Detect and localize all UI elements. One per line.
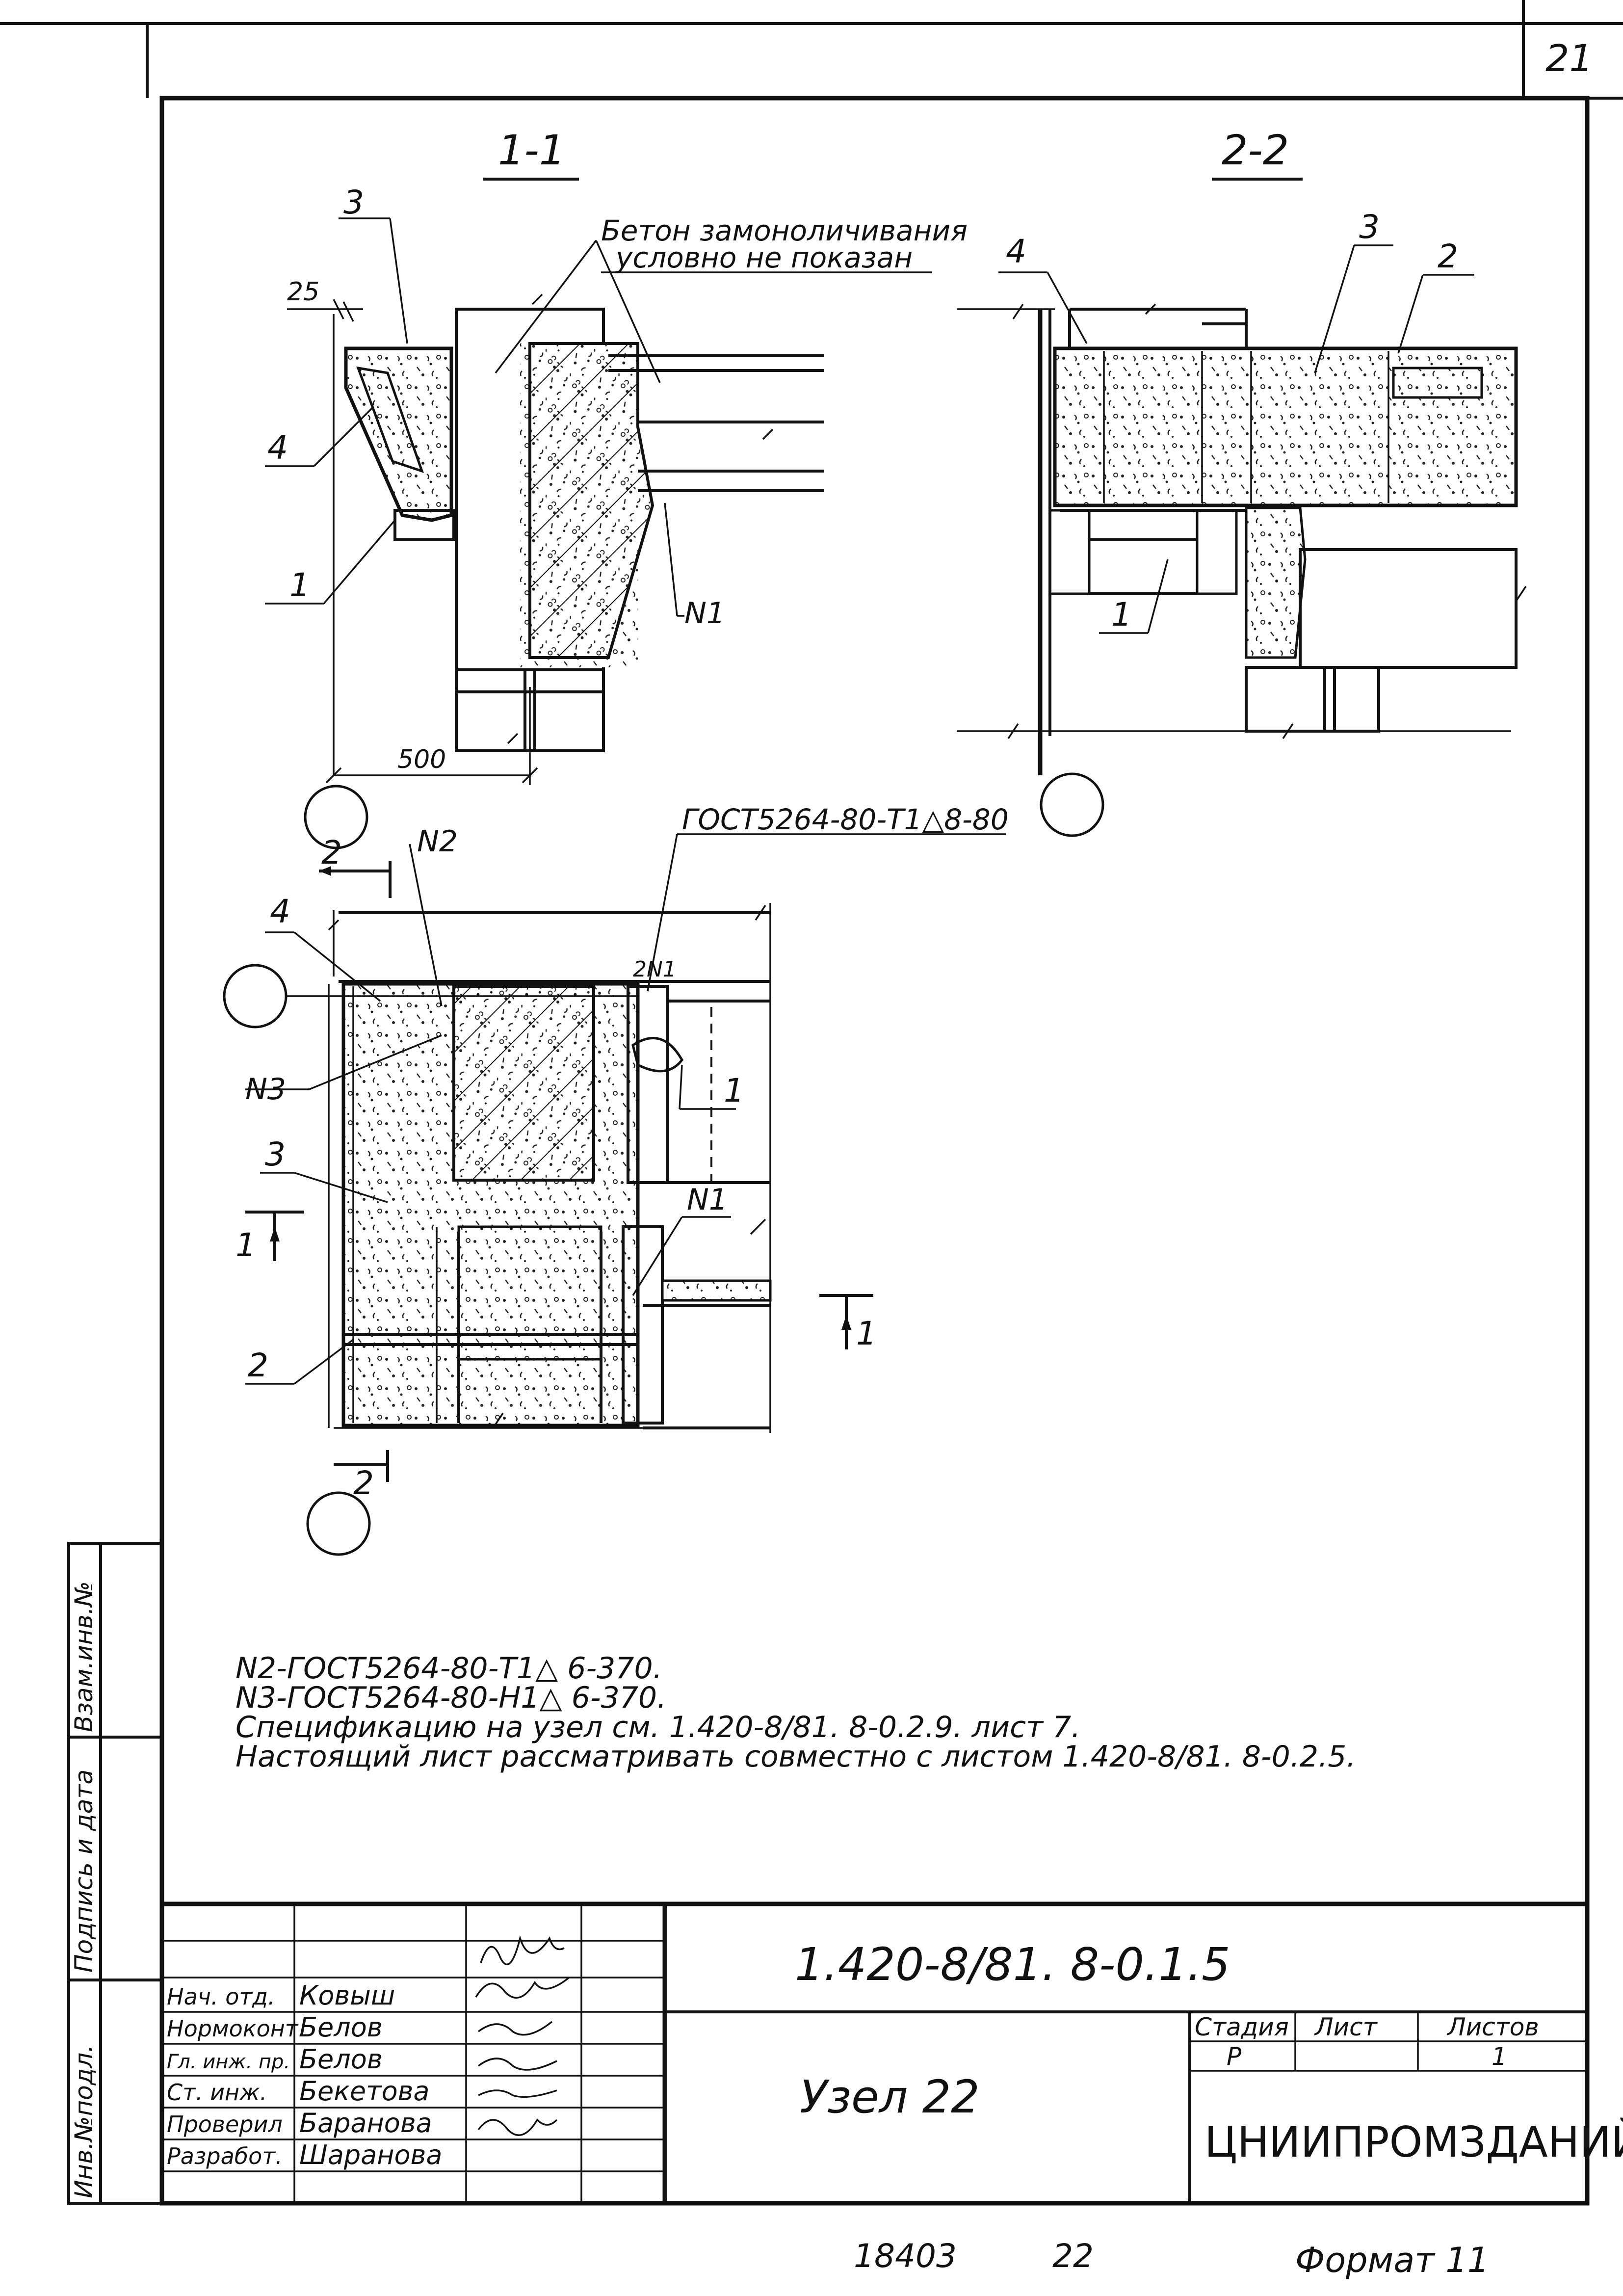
stamp-podpis-data: Подпись и дата <box>70 1769 98 1973</box>
section-2-2-title: 2-2 <box>1222 126 1289 174</box>
note-line-2: N3-ГОСТ5264-80-Н1△ 6-370. <box>236 1681 666 1715</box>
role-1: Нормоконт. <box>167 2015 305 2042</box>
callout-plan-2: 2 <box>248 1346 268 1384</box>
cut-2-top: 2 <box>321 834 342 871</box>
name-0: Ковыш <box>299 1980 395 2011</box>
sheet-number: 21 <box>1545 36 1593 80</box>
callout-plan-n2: N2 <box>417 824 458 859</box>
section-2-2 <box>957 178 1527 837</box>
cut-1-right: 1 <box>856 1315 877 1352</box>
note-line-4: Настоящий лист рассматривать совместно с… <box>236 1740 1356 1774</box>
drawing-title: Узел 22 <box>800 2071 980 2123</box>
callout-2-2-1: 1 <box>1111 596 1132 633</box>
concrete-note-line1: Бетон замоноличивания <box>601 214 968 247</box>
name-1: Белов <box>299 2012 383 2043</box>
archive-page: 22 <box>1052 2237 1094 2275</box>
callout-plan-4: 4 <box>270 893 290 930</box>
sheets-header: Листов <box>1446 2013 1539 2041</box>
role-0: Нач. отд. <box>167 1983 275 2010</box>
callout-2-2-2: 2 <box>1438 238 1458 275</box>
role-4: Проверил <box>167 2111 283 2138</box>
sheets-value: 1 <box>1492 2042 1507 2071</box>
name-3: Бекетова <box>299 2076 430 2107</box>
doc-code: 1.420-8/81. 8-0.1.5 <box>795 1938 1230 1991</box>
callout-plan-n3: N3 <box>245 1072 286 1107</box>
callout-plan-3: 3 <box>265 1135 286 1173</box>
sheet-header: Лист <box>1314 2013 1378 2041</box>
plan-view <box>223 833 1006 1556</box>
name-4: Баранова <box>299 2108 432 2138</box>
format-label: Формат 11 <box>1295 2240 1489 2280</box>
sheet-frame <box>0 0 1623 2206</box>
note-line-1: N2-ГОСТ5264-80-Т1△ 6-370. <box>236 1651 662 1686</box>
title-block-lines <box>67 1542 1587 2205</box>
stage-header: Стадия <box>1195 2013 1289 2041</box>
organization: ЦНИИПРОМЗДАНИЙ <box>1204 2117 1623 2167</box>
callout-1-1-3: 3 <box>343 184 364 221</box>
role-2: Гл. инж. пр. <box>167 2051 290 2073</box>
note-line-3: Спецификацию на узел см. 1.420-8/81. 8-0… <box>236 1710 1080 1744</box>
role-5: Разработ. <box>167 2143 283 2169</box>
dim-500: 500 <box>397 745 446 774</box>
role-3: Ст. инж. <box>167 2079 267 2106</box>
callout-plan-2n1: 2N1 <box>633 957 677 982</box>
callout-plan-1: 1 <box>724 1072 744 1109</box>
section-1-1-title: 1-1 <box>498 126 565 174</box>
concrete-note-line2: условно не показан <box>615 241 913 274</box>
callout-plan-n1: N1 <box>687 1183 728 1217</box>
stamp-inv-podl: Инв.№подл. <box>70 2045 98 2198</box>
signatures <box>475 1935 570 2136</box>
dim-25: 25 <box>287 277 319 307</box>
cut-1-left: 1 <box>236 1226 256 1264</box>
archive-number: 18403 <box>854 2237 957 2275</box>
callout-1-1-4: 4 <box>267 429 288 467</box>
callout-2-2-3: 3 <box>1359 208 1380 246</box>
callout-1-1-n1: N1 <box>684 596 725 631</box>
section-1-1 <box>265 178 932 849</box>
callout-2-2-4: 4 <box>1006 233 1026 270</box>
stamp-vzam-inv: Взам.инв.№ <box>70 1581 98 1732</box>
name-5: Шаранова <box>299 2139 442 2170</box>
cut-2-bottom: 2 <box>353 1464 374 1502</box>
gost-weld-plan: ГОСТ5264-80-Т1△8-80 <box>682 803 1009 836</box>
stage-value: Р <box>1227 2042 1242 2071</box>
name-2: Белов <box>299 2044 383 2075</box>
callout-1-1-1: 1 <box>289 566 310 604</box>
